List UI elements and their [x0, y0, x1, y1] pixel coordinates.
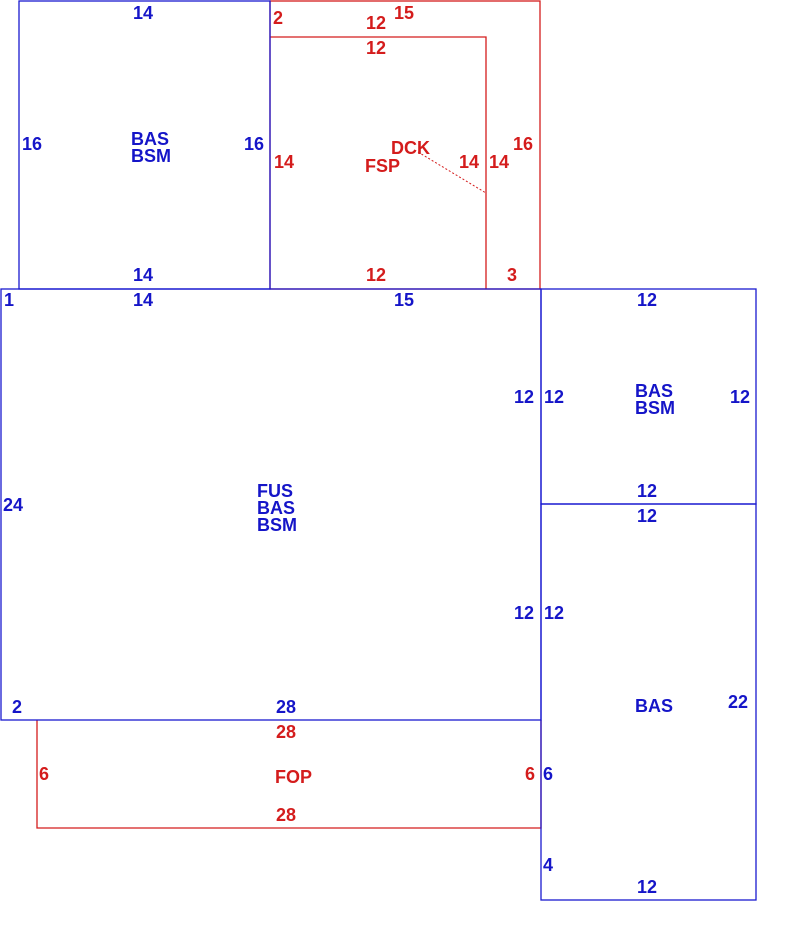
dim-dck-right-inner: 14: [489, 152, 509, 172]
dim-tl-bottom: 14: [133, 265, 153, 285]
dim-main-top-right: 15: [394, 290, 414, 310]
dimension-labels: 14 16 16 14 2 12 15 12 14 14 14 16 12 3 …: [3, 3, 750, 897]
dim-rl-right: 22: [728, 692, 748, 712]
dim-dck-left: 14: [274, 152, 294, 172]
dim-rl-left-lower: 6: [543, 764, 553, 784]
porch-label-fsp: FSP: [365, 156, 400, 176]
area-labels: BAS BSM DCK FSP FUS BAS BSM BAS BSM BAS …: [131, 129, 675, 787]
dim-main-top-left: 14: [133, 290, 153, 310]
dim-main-left: 24: [3, 495, 23, 515]
main-label-fus: FUS: [257, 481, 293, 501]
right-upper-label-bsm: BSM: [635, 398, 675, 418]
dim-fop-right: 6: [525, 764, 535, 784]
dim-ru-left: 12: [544, 387, 564, 407]
right-lower-label-bas: BAS: [635, 696, 673, 716]
deck-label-dck: DCK: [391, 138, 430, 158]
dim-main-bottom: 28: [276, 697, 296, 717]
dim-fop-top: 28: [276, 722, 296, 742]
dim-dck-top-outer: 15: [394, 3, 414, 23]
dim-main-corner-bl: 2: [12, 697, 22, 717]
dim-dck-top-inner2: 12: [366, 38, 386, 58]
dim-dck-bottom-right: 3: [507, 265, 517, 285]
dim-rl-top: 12: [637, 506, 657, 526]
top-left-label-bsm: BSM: [131, 146, 171, 166]
dim-dck-right-outer: 16: [513, 134, 533, 154]
dim-tl-right: 16: [244, 134, 264, 154]
dim-ru-right: 12: [730, 387, 750, 407]
dim-tl-left: 16: [22, 134, 42, 154]
dim-ru-bottom: 12: [637, 481, 657, 501]
dim-rl-bottom: 12: [637, 877, 657, 897]
front-porch-label-fop: FOP: [275, 767, 312, 787]
dim-main-right-upper: 12: [514, 387, 534, 407]
living-area-outlines: [0, 0, 757, 901]
dim-fop-left: 6: [39, 764, 49, 784]
main-label-bsm: BSM: [257, 515, 297, 535]
dim-ru-top: 12: [637, 290, 657, 310]
dim-dck-bottom: 12: [366, 265, 386, 285]
dim-fop-bottom: 28: [276, 805, 296, 825]
dim-main-right-lower: 12: [514, 603, 534, 623]
dim-main-corner-tl: 1: [4, 290, 14, 310]
right-lower-area-outline: [540, 503, 757, 901]
top-left-label-bas: BAS: [131, 129, 169, 149]
dim-rl-corner: 4: [543, 855, 553, 875]
dim-rl-left: 12: [544, 603, 564, 623]
deck-dotted-connector: [417, 151, 487, 194]
right-upper-label-bas: BAS: [635, 381, 673, 401]
dim-tl-top: 14: [133, 3, 153, 23]
main-label-bas: BAS: [257, 498, 295, 518]
dim-dck-top-inner1: 12: [366, 13, 386, 33]
porch-inner-outline: [270, 36, 487, 289]
dim-dck-corner: 2: [273, 8, 283, 28]
dim-dck-mid-right: 14: [459, 152, 479, 172]
